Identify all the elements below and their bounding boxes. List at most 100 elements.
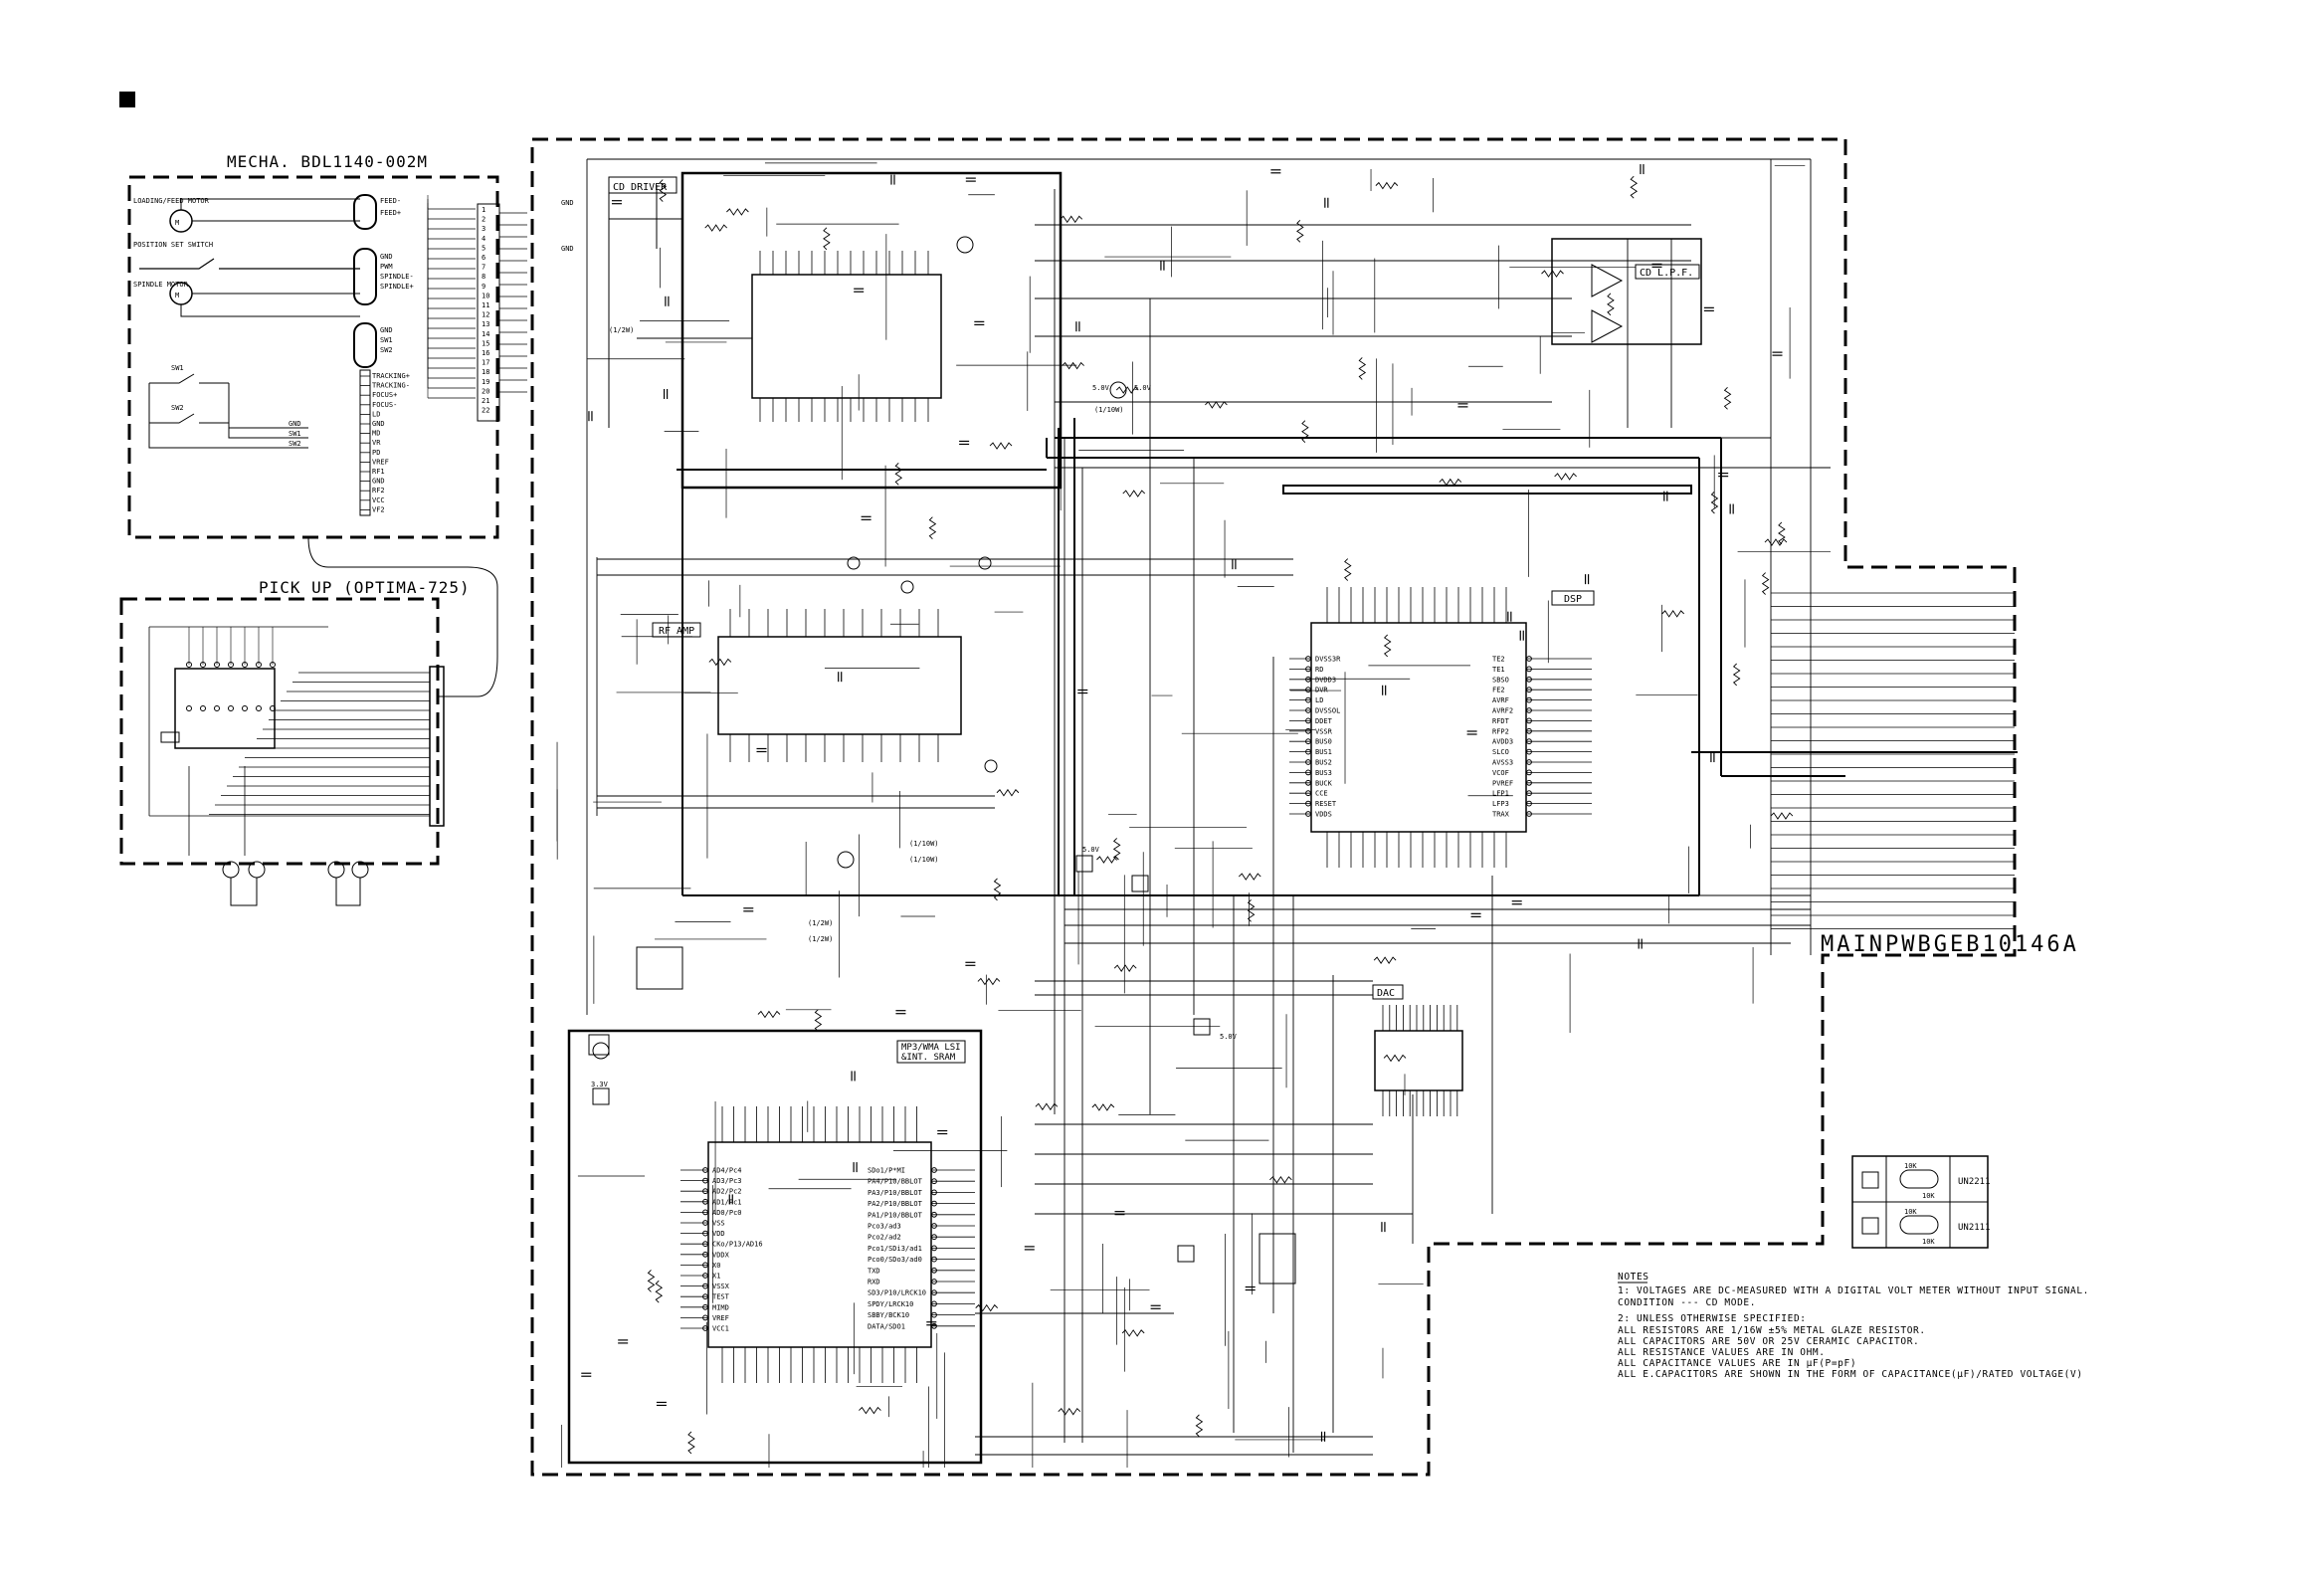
pin-label: BUS3: [1315, 769, 1332, 777]
voltage-label: 5.0V: [1092, 384, 1110, 392]
pin: [931, 1322, 937, 1329]
resistor: [1058, 1407, 1081, 1416]
main-board-boundary: [530, 137, 2017, 1477]
circuit-wires: [556, 158, 1845, 1468]
resistor: [1112, 838, 1121, 861]
pin-label: FE2: [1492, 687, 1505, 694]
pin-label: VDD: [712, 1230, 725, 1238]
dac-ic-pins: [1382, 1005, 1458, 1116]
notes-line: ALL CAPACITANCE VALUES ARE IN µF(P=pF): [1618, 1358, 1856, 1369]
pin-label: 7: [482, 264, 485, 272]
svg-text:SPINDLE-: SPINDLE-: [380, 273, 414, 281]
notes-line: 1: VOLTAGES ARE DC-MEASURED WITH A DIGIT…: [1618, 1285, 2089, 1296]
svg-text:FEED-: FEED-: [380, 197, 401, 205]
resistor: [1383, 634, 1392, 658]
notes-line: ALL RESISTANCE VALUES ARE IN OHM.: [1618, 1347, 1826, 1358]
pin-label: LD: [1315, 696, 1323, 704]
position-set-switch: POSITION SET SWITCH: [133, 241, 360, 270]
pin-label: 8: [482, 273, 485, 281]
rate-label: (1/10W): [909, 840, 939, 848]
svg-text:SW2: SW2: [380, 346, 393, 354]
pin: [702, 1167, 708, 1173]
pin-label: AD4/Pc4: [712, 1167, 742, 1175]
resistor: [708, 658, 732, 667]
pin-label: RD: [1315, 666, 1323, 674]
test-point: [984, 759, 998, 773]
resistor: [757, 1010, 781, 1019]
svg-text:10K: 10K: [1904, 1162, 1917, 1170]
notes-line: ALL RESISTORS ARE 1/16W ±5% METAL GLAZE …: [1618, 1325, 1926, 1336]
cd-lpf-ic: [1551, 238, 1702, 345]
pin-label: TE1: [1492, 666, 1505, 674]
resistor: [1205, 401, 1228, 409]
pin: [1526, 666, 1532, 673]
notes-line: ALL CAPACITORS ARE 50V OR 25V CERAMIC CA…: [1618, 1336, 1919, 1347]
mp3-lsi-ic: [707, 1141, 932, 1348]
pin: [1305, 790, 1311, 797]
resistor: [1373, 956, 1397, 964]
pin: [1526, 759, 1532, 765]
dsp-right-pins: TE2TE1SBSOFE2AVRFAVRF2RFDTRFP2AVDD3SLCOA…: [1492, 656, 1592, 819]
gnd-label: GND: [561, 199, 574, 207]
pin: [1305, 717, 1311, 724]
svg-text:GND: GND: [380, 326, 393, 334]
pin-label: SDo1/P*MI: [868, 1167, 905, 1175]
resistor: [1062, 361, 1084, 370]
pin-label: SBBY/BCK10: [868, 1311, 909, 1319]
pin: [1305, 800, 1311, 807]
pin-label: Pco1/SDi3/ad1: [868, 1245, 922, 1253]
resistor: [655, 1280, 664, 1303]
pickup-wires: [148, 626, 430, 856]
pin-label: RF1: [372, 468, 385, 476]
pin-label: 18: [482, 368, 489, 376]
transistor: [592, 1087, 610, 1105]
dac-ic: [1374, 1030, 1463, 1091]
resistor: [1764, 538, 1788, 546]
pin-label: TRACKING-: [372, 382, 410, 390]
pin: [702, 1220, 708, 1226]
svg-text:M: M: [175, 219, 179, 227]
test-point: [978, 556, 992, 570]
resistor: [1607, 293, 1615, 316]
rate-label: (1/2W): [808, 919, 833, 927]
pin-label: VSSX: [712, 1283, 730, 1290]
transistor-un2111: [1131, 875, 1149, 892]
resistor: [1296, 220, 1304, 243]
pin: [931, 1223, 937, 1229]
pin-label: DVSS3R: [1315, 656, 1341, 664]
mecha-switches: SW1 SW2 GND SW1 SW2: [148, 364, 308, 449]
resistor: [1122, 490, 1146, 497]
pin: [1526, 727, 1532, 734]
cd-lpf-label: CD L.P.F.: [1640, 268, 1693, 279]
resistor: [1247, 898, 1256, 922]
pin: [1526, 811, 1532, 817]
pin-label: TXD: [868, 1267, 880, 1275]
reset-ic: [1259, 1233, 1296, 1284]
pin: [702, 1241, 708, 1248]
pin-label: GND: [372, 478, 385, 486]
pin-label: PA1/P10/BBLOT: [868, 1211, 923, 1219]
resistor: [1661, 610, 1684, 618]
pin-label: BUS1: [1315, 748, 1332, 756]
svg-text:SPINDLE MOTOR: SPINDLE MOTOR: [133, 281, 189, 289]
pin-label: LD: [372, 410, 380, 418]
pin: [1305, 769, 1311, 776]
mp3-label-1: MP3/WMA LSI: [901, 1043, 961, 1053]
svg-text:FEED+: FEED+: [380, 209, 401, 217]
pin-label: AVDD3: [1492, 738, 1513, 746]
transistor-q: [592, 1042, 610, 1060]
resistor: [1554, 473, 1577, 481]
svg-text:GND: GND: [289, 420, 301, 428]
pin-label: 22: [482, 407, 489, 415]
resistor: [996, 788, 1020, 797]
pickup-output-pins: [222, 861, 369, 906]
pin-label: LFP3: [1492, 800, 1509, 808]
pin: [1526, 748, 1532, 755]
pin: [1305, 707, 1311, 713]
pin: [931, 1200, 937, 1207]
cd-driver-region: [680, 171, 1063, 490]
resistor: [1091, 1103, 1115, 1111]
pin-label: CCE: [1315, 790, 1328, 798]
resistor: [989, 442, 1013, 450]
